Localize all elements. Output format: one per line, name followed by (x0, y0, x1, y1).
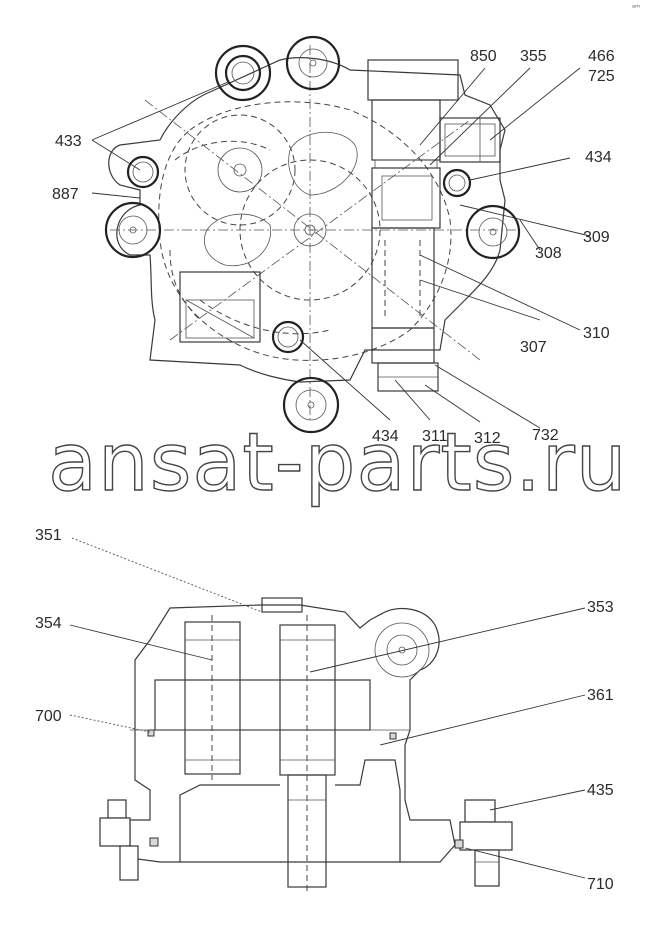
bolt-boss-top (285, 35, 341, 91)
small-pin-right (454, 839, 464, 849)
label-310: 310 (583, 325, 610, 342)
side-view-drawing (99, 597, 513, 895)
label-434-bottom: 434 (372, 428, 399, 445)
label-361: 361 (587, 687, 614, 704)
label-311: 311 (422, 428, 448, 445)
label-725: 725 (588, 68, 615, 85)
callout-labels: 850 355 466 725 433 434 887 309 308 310 … (35, 48, 615, 893)
inner-cavity-dashed (169, 140, 331, 335)
bolt-boss-right (465, 204, 521, 260)
centerline-diagonal-a (144, 99, 481, 361)
bolt-boss-left-lower (104, 201, 162, 259)
label-732: 732 (532, 427, 559, 444)
left-gear-shaft (184, 615, 241, 780)
right-mount-bolt (459, 799, 513, 887)
dowel-pin-right (389, 732, 397, 740)
centerline-diagonal-b (169, 119, 471, 341)
label-307: 307 (520, 339, 547, 356)
lower-cavity (179, 759, 401, 862)
top-cap (261, 597, 303, 613)
label-354: 354 (35, 615, 62, 632)
label-353: 353 (587, 599, 614, 616)
bolt-boss-inner (271, 320, 305, 354)
inner-housing-dashed (158, 101, 452, 361)
top-view-leaders (91, 67, 591, 429)
square-port-lower-left (179, 271, 261, 343)
kidney-port-upper (288, 131, 358, 196)
side-view-leaders (69, 537, 586, 879)
label-887: 887 (52, 186, 79, 203)
left-mount-bolt (99, 799, 139, 881)
side-port-boss-outer (374, 622, 430, 678)
label-312: 312 (474, 430, 501, 447)
shaft-left-center (233, 163, 247, 177)
bolt-boss-left (126, 155, 160, 189)
side-port-right (439, 117, 501, 163)
pump-body-outline (108, 57, 506, 383)
label-850: 850 (470, 48, 497, 65)
bolt-boss-top-left (214, 44, 272, 102)
label-309: 309 (583, 229, 610, 246)
side-housing-outline (129, 604, 456, 863)
gear-circle-left (184, 114, 296, 226)
watermark-text: ansat-parts.ru (48, 416, 627, 509)
valve-spool-assembly (367, 59, 459, 392)
label-434-right: 434 (585, 149, 612, 166)
gear-band (154, 679, 371, 731)
side-port-boss-inner (386, 634, 418, 666)
bolt-boss-right-upper (442, 168, 472, 198)
small-pin-left (149, 837, 159, 847)
right-gear-shaft (279, 615, 336, 895)
kidney-port-lower (203, 213, 272, 267)
corner-mark: ᵃᵐ (632, 3, 640, 12)
top-view-drawing (104, 35, 521, 434)
bolt-boss-bottom (282, 376, 340, 434)
label-700: 700 (35, 708, 62, 725)
label-351: 351 (35, 527, 62, 544)
label-710: 710 (587, 876, 614, 893)
dowel-pin-left (147, 729, 155, 737)
label-466: 466 (588, 48, 615, 65)
shaft-left (217, 147, 263, 193)
label-433: 433 (55, 133, 82, 150)
label-355: 355 (520, 48, 547, 65)
label-308: 308 (535, 245, 562, 262)
label-435: 435 (587, 782, 614, 799)
